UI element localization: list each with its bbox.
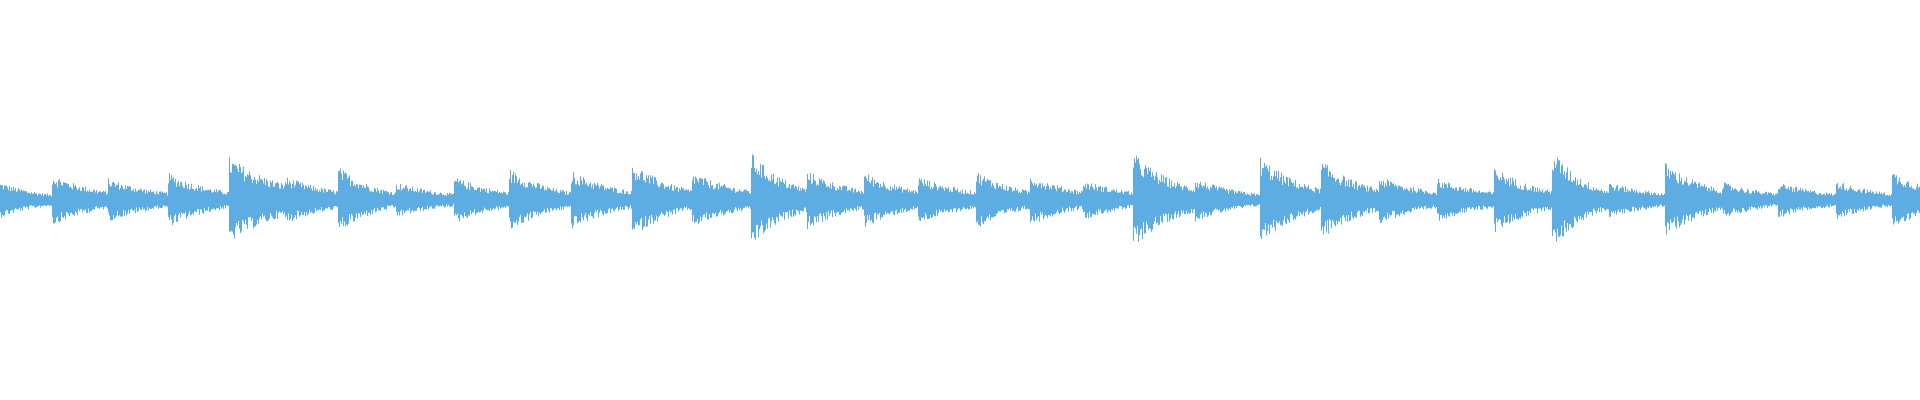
waveform-path [0, 154, 1920, 242]
